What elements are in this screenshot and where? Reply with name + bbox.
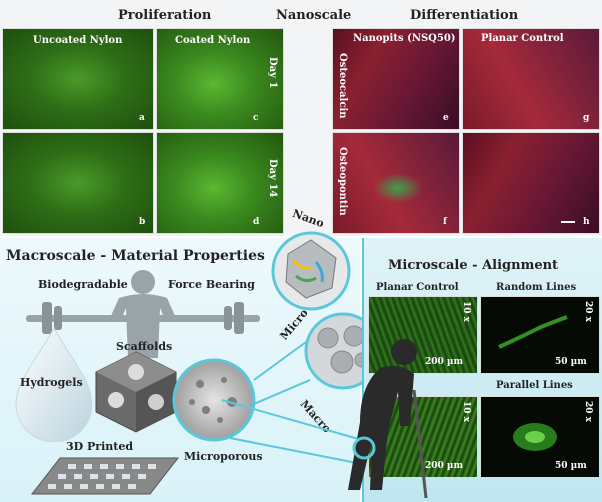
biodegradable-label: Biodegradable [38,278,128,291]
micro-circle-icon [304,312,382,390]
letter-c: c [253,113,259,123]
letter-g: g [583,113,590,123]
weightlifter-icon [26,270,260,358]
mag-20x-top: 20 x [583,301,593,323]
letter-f: f [443,217,447,227]
panel-g: Planar Control g [462,28,600,130]
force-bearing-label: Force Bearing [168,278,255,291]
planar-top-label: Planar Control [481,33,564,44]
planar-control-label: Planar Control [376,282,459,293]
letter-d: d [253,217,260,227]
osteopontin-label: Osteopontin [337,147,348,216]
panel-e: Nanopits (NSQ50) Osteocalcin e [332,28,460,130]
letter-b: b [139,217,146,227]
panel-h: h [462,132,600,234]
scalebar-200-bottom: 200 µm [425,461,464,471]
nanopits-label: Nanopits (NSQ50) [353,33,456,44]
mag-10x-top: 10 x [461,301,471,323]
differentiation-title: Differentiation [410,8,519,23]
uncoated-label: Uncoated Nylon [33,35,123,46]
scalebar-50-top: 50 µm [555,357,587,367]
panel-a: Uncoated Nylon a [2,28,154,130]
random-lines-label: Random Lines [496,282,577,293]
panel-d: Day 14 d [156,132,284,234]
day14-label: Day 14 [267,159,278,198]
letter-e: e [443,113,449,123]
random-micro-panel: 20 x 50 µm [480,296,600,374]
proliferation-title: Proliferation [118,8,212,23]
parallel-micro-panel: 20 x 50 µm [480,396,600,478]
elderly-person-icon [348,339,428,499]
panel-b: b [2,132,154,234]
scale-bar [561,221,575,223]
macroscale-title: Macroscale - Material Properties [6,248,265,264]
nanoscale-title: Nanoscale [276,8,352,23]
hydrogel-drop-icon [15,326,93,442]
scaffolds-label: Scaffolds [116,340,173,353]
3d-printed-label: 3D Printed [66,440,134,453]
scalebar-200-top: 200 µm [425,357,464,367]
panel-c: Coated Nylon Day 1 c [156,28,284,130]
osteocalcin-label: Osteocalcin [337,53,348,119]
printed-mesh-icon [30,457,180,495]
day1-label: Day 1 [267,57,278,89]
scalebar-50-bottom: 50 µm [555,461,587,471]
nano-circle-icon [271,231,351,311]
panel-f: Osteopontin f [332,132,460,234]
planar-micro-panel: 10 x 200 µm [368,296,478,374]
hydrogels-label: Hydrogels [20,376,83,389]
scaffold-cube-icon [95,351,177,433]
mag-20x-bottom: 20 x [583,401,593,423]
letter-h: h [583,217,590,227]
parallel-lines-label: Parallel Lines [496,380,573,391]
microporous-label: Microporous [184,450,263,463]
microscale-title: Microscale - Alignment [388,258,559,273]
coated-label: Coated Nylon [175,35,251,46]
mag-10x-bottom: 10 x [461,401,471,423]
letter-a: a [139,113,145,123]
